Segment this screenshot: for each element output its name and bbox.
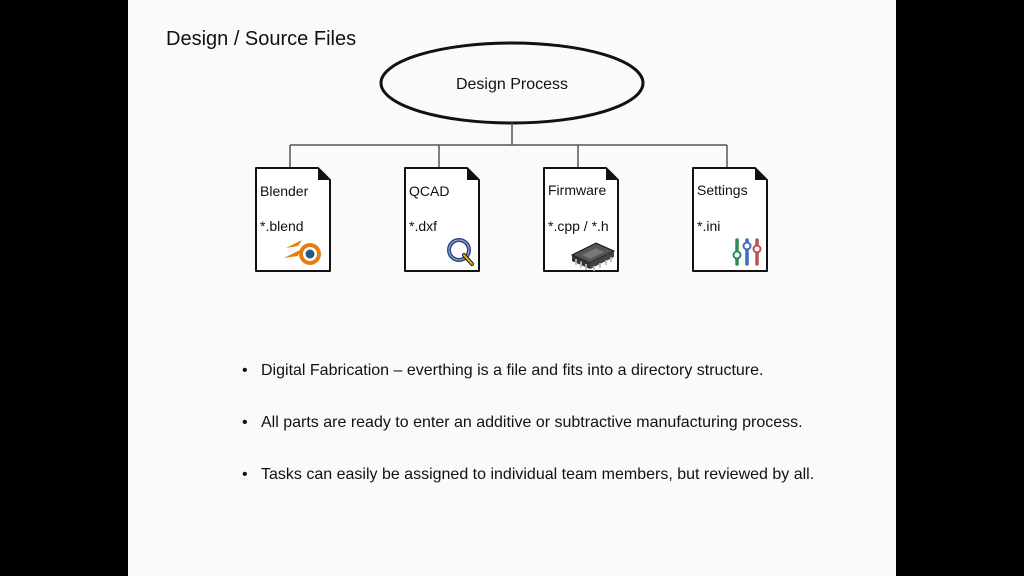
file-extension: *.ini xyxy=(697,218,720,234)
document-shape xyxy=(404,167,480,272)
file-name: Blender xyxy=(260,183,309,199)
file-node-settings: Settings *.ini xyxy=(692,167,768,272)
file-node-firmware: Firmware *.cpp / *.h xyxy=(543,167,619,272)
slide-title: Design / Source Files xyxy=(166,28,357,50)
bullet-text: Tasks can easily be assigned to individu… xyxy=(261,466,815,483)
file-name: Settings xyxy=(697,182,748,198)
dog-ear xyxy=(318,168,330,180)
root-node: Design Process xyxy=(379,41,645,125)
root-label: Design Process xyxy=(456,76,568,93)
bullet-text: Digital Fabrication – everthing is a fil… xyxy=(261,362,764,379)
file-extension: *.blend xyxy=(260,218,304,234)
blender-icon xyxy=(284,240,321,265)
dog-ear xyxy=(467,168,479,180)
bullet-dot: • xyxy=(242,414,248,431)
design-process-diagram: Design Process Blender *.blend xyxy=(255,41,768,272)
dog-ear xyxy=(606,168,618,180)
file-node-blender: Blender *.blend xyxy=(255,167,331,272)
bullet-list: • Digital Fabrication – everthing is a f… xyxy=(242,356,882,512)
file-name: QCAD xyxy=(409,183,449,199)
file-extension: *.dxf xyxy=(409,218,437,234)
file-extension: *.cpp / *.h xyxy=(548,218,609,234)
file-node-qcad: QCAD *.dxf xyxy=(404,167,480,272)
bullet-item: • All parts are ready to enter an additi… xyxy=(242,408,882,460)
bullet-text: All parts are ready to enter an additive… xyxy=(261,414,803,431)
chip-icon xyxy=(570,242,616,271)
bullet-dot: • xyxy=(242,466,248,483)
bullet-item: • Digital Fabrication – everthing is a f… xyxy=(242,356,882,408)
bullet-dot: • xyxy=(242,362,248,379)
bullet-item: • Tasks can easily be assigned to indivi… xyxy=(242,460,882,512)
slide: Design / Source Files Design Process Ble… xyxy=(128,0,896,576)
qcad-icon xyxy=(447,238,474,266)
file-name: Firmware xyxy=(548,182,607,198)
connector-lines xyxy=(289,123,728,168)
sliders-icon xyxy=(732,238,762,266)
dog-ear xyxy=(755,168,767,180)
